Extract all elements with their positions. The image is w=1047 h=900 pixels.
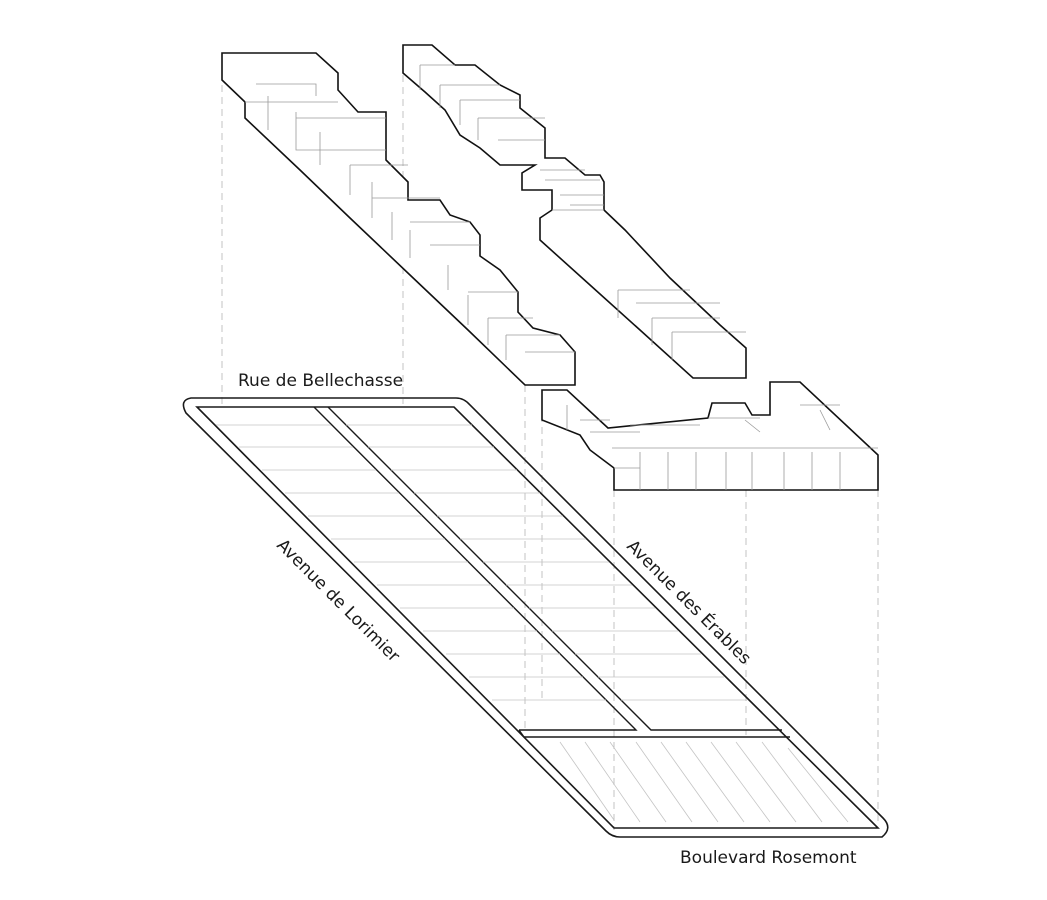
- street-label-east: Avenue des Érables: [622, 535, 756, 669]
- south-lots: [559, 741, 849, 823]
- street-block: [182, 397, 889, 838]
- building-row-west: [221, 52, 576, 386]
- building-row-east: [402, 44, 747, 379]
- street-label-south: Boulevard Rosemont: [680, 848, 857, 868]
- street-label-west: Avenue de Lorimier: [272, 535, 403, 666]
- projection-lines: [221, 75, 879, 830]
- west-lots: [216, 424, 606, 701]
- street-label-north: Rue de Bellechasse: [238, 371, 403, 391]
- east-lots: [346, 424, 747, 701]
- building-row-south: [541, 381, 879, 491]
